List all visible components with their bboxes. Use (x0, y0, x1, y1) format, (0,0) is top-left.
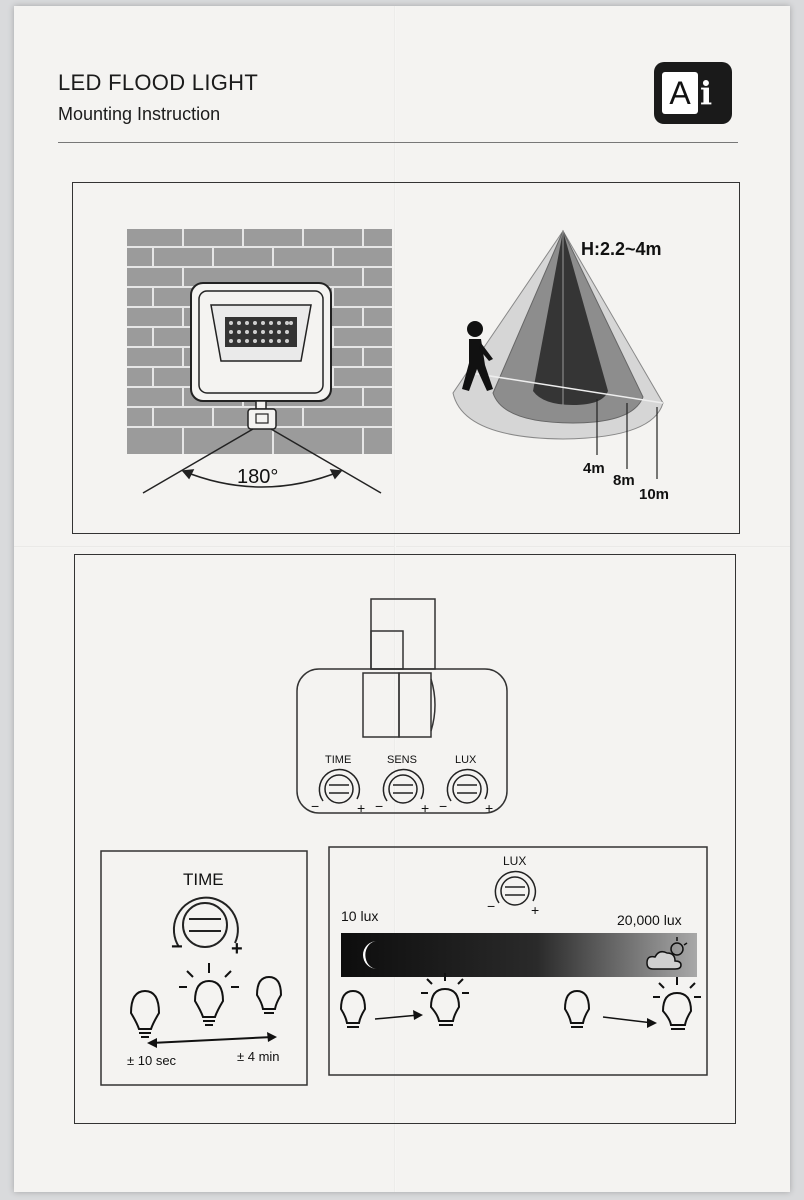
sensor-unit-illustration (296, 598, 508, 814)
knob-label-lux: LUX (455, 754, 477, 766)
header-rule (58, 142, 738, 143)
bulb-dim-icon (255, 975, 283, 1014)
bulb-off-icon-day (563, 989, 591, 1028)
knob-minus-lux: − (439, 798, 447, 814)
sun-cloud-icon (646, 937, 688, 970)
lux-high-label: 20,000 lux (617, 912, 682, 928)
knob-label-sens: SENS (387, 754, 417, 766)
flood-light-illustration (190, 282, 332, 430)
document-subtitle: Mounting Instruction (58, 104, 221, 124)
lux-low-label: 10 lux (341, 908, 378, 924)
bulb-off-icon (129, 989, 161, 1038)
detection-range-illustration (452, 229, 664, 479)
mounting-diagram: 180° H:2.2~4m 4m 8m 10m (127, 229, 669, 503)
range-label-10m: 10m (639, 486, 669, 503)
lux-box-minus: − (487, 898, 495, 914)
bulb-off-icon-night (339, 989, 367, 1028)
person-icon (462, 321, 493, 391)
lux-box-title: LUX (503, 854, 526, 868)
lux-knob (446, 768, 489, 804)
time-knob (318, 768, 361, 804)
lux-setting-box (328, 846, 708, 1076)
time-knob-large (172, 896, 239, 948)
mounting-panel: 180° H:2.2~4m 4m 8m 10m (72, 182, 740, 534)
document-title: LED FLOOD LIGHT (58, 70, 259, 95)
sens-knob (382, 768, 425, 804)
knob-minus-time: − (311, 798, 319, 814)
info-icon: i (700, 74, 713, 112)
brand-logo: A i (654, 62, 732, 124)
time-min-label: ± 10 sec (127, 1053, 177, 1068)
angle-label: 180° (237, 466, 278, 488)
range-label-8m: 8m (613, 472, 635, 489)
bulb-on-icon-night (421, 973, 469, 1026)
knob-minus-sens: − (375, 798, 383, 814)
brand-logo-letter: A (662, 72, 698, 114)
instruction-sheet: LED FLOOD LIGHT Mounting Instruction A i (14, 6, 790, 1192)
knob-label-time: TIME (325, 754, 351, 766)
lux-box-plus: + (531, 902, 539, 918)
time-box-title: TIME (183, 870, 224, 889)
moon-icon (363, 941, 377, 969)
time-box-plus: + (231, 938, 243, 960)
time-max-label: ± 4 min (237, 1049, 280, 1064)
bulb-on-icon (179, 963, 239, 1026)
time-setting-box (100, 850, 308, 1086)
sensor-adjustment-panel: TIME SENS LUX − + − + − + (74, 554, 736, 1124)
bulb-on-icon-day (653, 977, 701, 1030)
knob-plus-sens: + (421, 800, 429, 816)
mounting-height-label: H:2.2~4m (581, 239, 662, 259)
knob-plus-time: + (357, 800, 365, 816)
angle-indicator (142, 428, 382, 494)
sensor-diagram: TIME SENS LUX − + − + − + (100, 598, 708, 1086)
range-label-4m: 4m (583, 460, 605, 477)
lux-knob-small (494, 870, 537, 906)
fold-line-horizontal (14, 546, 790, 548)
time-box-minus: − (171, 936, 183, 958)
knob-plus-lux: + (485, 800, 493, 816)
lux-gradient-bar (341, 933, 697, 977)
